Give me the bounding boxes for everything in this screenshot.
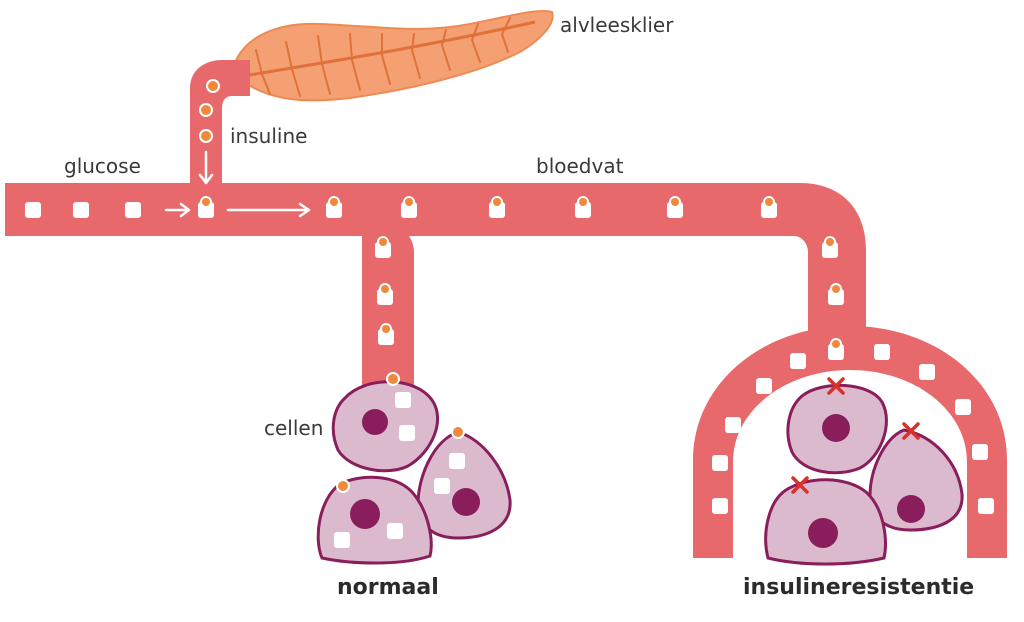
insulin-label: insuline — [230, 124, 308, 148]
insulin-molecule — [336, 479, 350, 493]
glucose-label: glucose — [64, 154, 141, 178]
pancreas-label: alvleesklier — [560, 13, 674, 37]
nucleus — [808, 518, 838, 548]
cell — [868, 428, 964, 532]
nucleus — [362, 409, 388, 435]
insulin-molecule — [386, 372, 400, 386]
nucleus — [897, 495, 925, 523]
normal-caption: normaal — [337, 575, 439, 600]
cell — [416, 430, 512, 540]
resistant-cells — [764, 377, 964, 566]
insulin-molecule — [451, 425, 465, 439]
flow-arrows — [164, 150, 311, 218]
resistance-caption: insulineresistentie — [743, 575, 975, 600]
insulin-molecules — [199, 79, 220, 143]
nucleus — [350, 499, 380, 529]
blood-vessel-label: bloedvat — [536, 154, 624, 178]
nucleus — [822, 414, 850, 442]
nucleus — [452, 488, 480, 516]
cells-label: cellen — [264, 416, 324, 440]
normal-cells — [316, 372, 512, 565]
pancreas — [230, 9, 554, 102]
